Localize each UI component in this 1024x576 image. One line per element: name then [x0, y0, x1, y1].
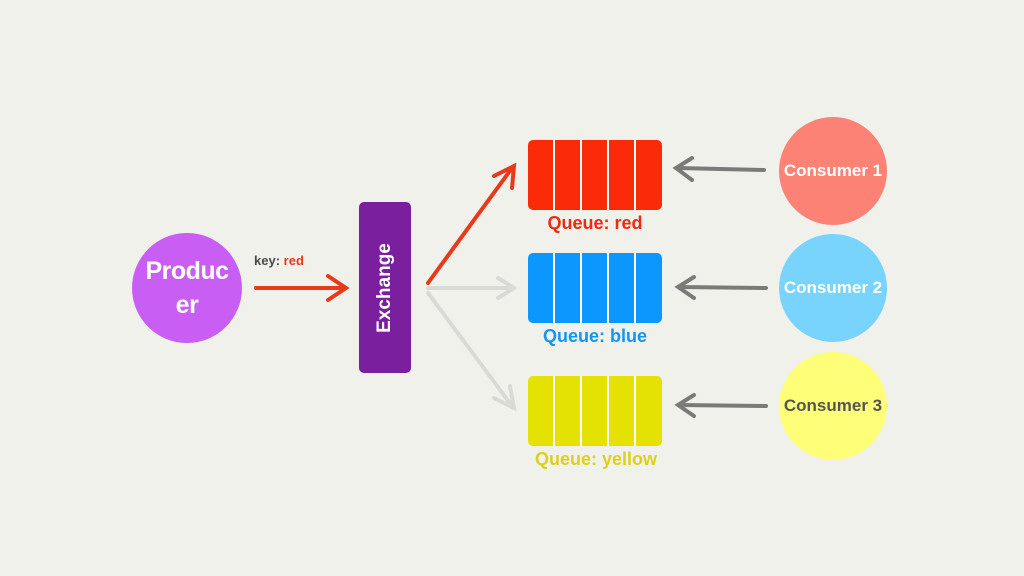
producer-node: Producer	[132, 233, 242, 343]
consumer-3-node: Consumer 3	[779, 352, 887, 460]
exchange-to-blue-queue-arrow	[426, 276, 518, 300]
routing-key-value: red	[283, 253, 304, 268]
consumer-1-label: Consumer 1	[783, 161, 883, 180]
queue-red-label: Queue: red	[547, 213, 643, 233]
exchange-to-yellow-queue-arrow	[426, 291, 517, 412]
exchange-to-red-queue-arrow	[426, 162, 517, 285]
consumer-2-arrow	[674, 275, 768, 300]
producer-to-exchange-arrow	[254, 274, 350, 302]
consumer-1-node: Consumer 1	[779, 117, 887, 225]
queue-blue-label: Queue: blue	[542, 326, 648, 346]
queue-blue	[528, 253, 662, 323]
consumer-3-label: Consumer 3	[783, 396, 883, 415]
consumer-2-node: Consumer 2	[779, 234, 887, 342]
routing-key-label: key: red	[254, 253, 304, 268]
consumer-2-label: Consumer 2	[783, 278, 883, 297]
queue-yellow-label: Queue: yellow	[534, 449, 658, 469]
queue-yellow	[528, 376, 662, 446]
consumer-1-arrow	[672, 156, 766, 182]
producer-label: Producer	[145, 257, 229, 319]
consumer-3-arrow	[674, 393, 768, 418]
routing-key-prefix: key:	[254, 253, 281, 268]
queue-red	[528, 140, 662, 210]
exchange-node: Exchange	[359, 202, 411, 373]
exchange-label: Exchange	[374, 242, 395, 333]
